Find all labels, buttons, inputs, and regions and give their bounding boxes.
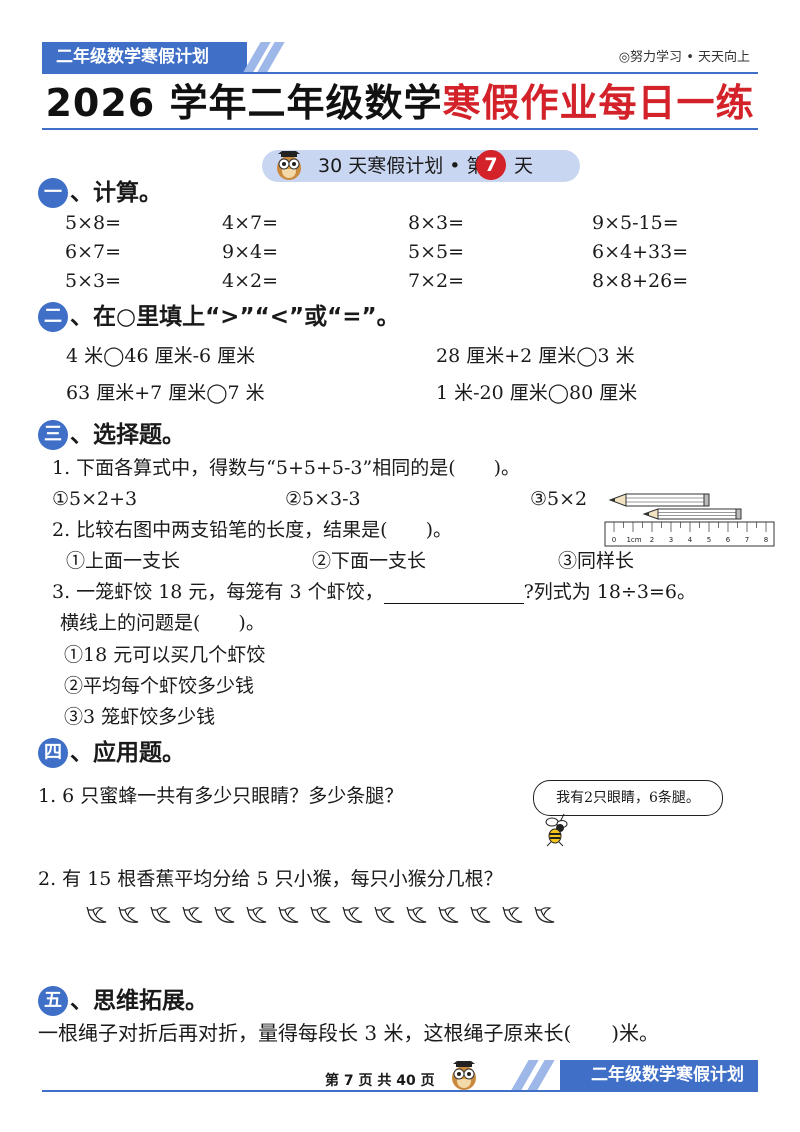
choice-option: ①5×2+3 (52, 488, 138, 510)
compare-item: 4 米◯46 厘米-6 厘米 (66, 345, 256, 367)
choice-question-1: 1. 下面各算式中，得数与“5+5+5-3”相同的是( )。 (52, 457, 521, 479)
calc-item: 6×4+33= (592, 241, 689, 263)
title-rule (42, 128, 758, 130)
banana-icon (438, 906, 459, 923)
owl-icon (277, 151, 301, 180)
choice-question-3: 3. 一笼虾饺 18 元，每笼有 3 个虾饺， ?列式为 18÷3=6。 (52, 580, 696, 604)
day-pill (262, 150, 580, 182)
choice-option: ①上面一支长 (66, 550, 181, 572)
banana-icon (406, 906, 427, 923)
banana-icon (278, 906, 299, 923)
section-number: 四 (38, 738, 68, 768)
calc-item: 5×5= (408, 241, 465, 263)
calc-item: 8×3= (408, 212, 465, 234)
q3-end: ?列式为 18÷3=6。 (523, 581, 697, 603)
owl-icon (452, 1061, 476, 1090)
ruler-label: 5 (707, 536, 711, 544)
think-question: 一根绳子对折后再对折，量得每段长 3 米，这根绳子原来长( )米。 (38, 1021, 660, 1045)
choice-option: ③5×2 (530, 488, 588, 510)
section-number: 二 (38, 302, 68, 332)
bee-icon (545, 813, 568, 847)
banana-icon (150, 906, 171, 923)
ruler-label: 8 (764, 536, 768, 544)
calc-item: 4×2= (222, 270, 279, 292)
banana-icon (310, 906, 331, 923)
section-title: 、应用题。 (70, 740, 185, 766)
banana-icon (118, 906, 139, 923)
title-red: 寒假作业每日一练 (442, 81, 755, 125)
choice-question-2: 2. 比较右图中两支铅笔的长度，结果是( )。 (52, 519, 452, 541)
banana-icon (534, 906, 555, 923)
apply-question-1: 1. 6 只蜜蜂一共有多少只眼睛？多少条腿？ (38, 785, 404, 807)
banana-icon (214, 906, 235, 923)
page-title: 2026 学年二年级数学寒假作业每日一练 (42, 78, 758, 128)
section-title: 、选择题。 (70, 422, 185, 448)
title-black: 2026 学年二年级数学 (45, 81, 443, 125)
footer-tab: 二年级数学寒假计划 (560, 1060, 758, 1090)
banana-icon (502, 906, 523, 923)
section-number: 三 (38, 420, 68, 450)
banana-icon (342, 906, 363, 923)
day-suffix: 天 (514, 155, 534, 177)
ruler-label: 6 (726, 536, 731, 544)
banana-icon (86, 906, 107, 923)
ruler-label: 4 (688, 536, 693, 544)
ruler-label: 2 (650, 536, 654, 544)
calc-item: 9×5-15= (592, 212, 679, 234)
header-motto: ◎努力学习 • 天天向上 (618, 50, 750, 65)
banana-icon (374, 906, 395, 923)
q3-start: 3. 一笼虾饺 18 元，每笼有 3 个虾饺， (52, 581, 384, 603)
choice-option: ②下面一支长 (312, 550, 427, 572)
choice-option: ③同样长 (558, 550, 635, 572)
banana-row (84, 902, 584, 930)
calc-item: 6×7= (65, 241, 122, 263)
banana-icon (182, 906, 203, 923)
calc-item: 5×8= (65, 212, 122, 234)
choice-option: ①18 元可以买几个虾饺 (64, 644, 266, 666)
calc-item: 8×8+26= (592, 270, 689, 292)
day-pill-text: 30 天寒假计划 • 第 (318, 155, 486, 177)
choice-option: ②平均每个虾饺多少钱 (64, 675, 255, 697)
section-title: 、计算。 (70, 180, 162, 206)
footer-rule (42, 1090, 758, 1092)
ruler-label: 1cm (626, 536, 641, 544)
ruler-label: 7 (745, 536, 749, 544)
pencils-ruler-figure: 0 1cm 2 3 4 5 6 7 8 (604, 493, 775, 547)
apply-question-2: 2. 有 15 根香蕉平均分给 5 只小猴，每只小猴分几根？ (38, 868, 503, 890)
section-title: 、思维拓展。 (70, 988, 208, 1014)
header-tab: 二年级数学寒假计划 (42, 42, 247, 72)
answer-blank[interactable] (383, 583, 524, 604)
choice-question-3-line2: 横线上的问题是( )。 (60, 612, 265, 634)
compare-item: 28 厘米+2 厘米◯3 米 (436, 345, 635, 367)
ruler-label: 0 (612, 536, 616, 544)
page-number: 第 7 页 共 40 页 (325, 1073, 435, 1089)
calc-item: 9×4= (222, 241, 279, 263)
section-number: 五 (38, 986, 68, 1016)
compare-item: 63 厘米+7 厘米◯7 米 (66, 382, 265, 404)
section-number: 一 (38, 178, 68, 208)
ruler-label: 3 (669, 536, 673, 544)
day-number: 7 (476, 150, 506, 180)
banana-icon (246, 906, 267, 923)
compare-item: 1 米-20 厘米◯80 厘米 (436, 382, 638, 404)
speech-bubble: 我有2只眼睛，6条腿。 (533, 780, 723, 816)
choice-option: ③3 笼虾饺多少钱 (64, 706, 216, 728)
calc-item: 7×2= (408, 270, 465, 292)
section-title: 、在○里填上“>”“<”或“=”。 (70, 304, 400, 330)
calc-item: 5×3= (65, 270, 122, 292)
calc-item: 4×7= (222, 212, 279, 234)
choice-option: ②5×3-3 (285, 488, 361, 510)
banana-icon (470, 906, 491, 923)
header-rule (42, 72, 758, 74)
